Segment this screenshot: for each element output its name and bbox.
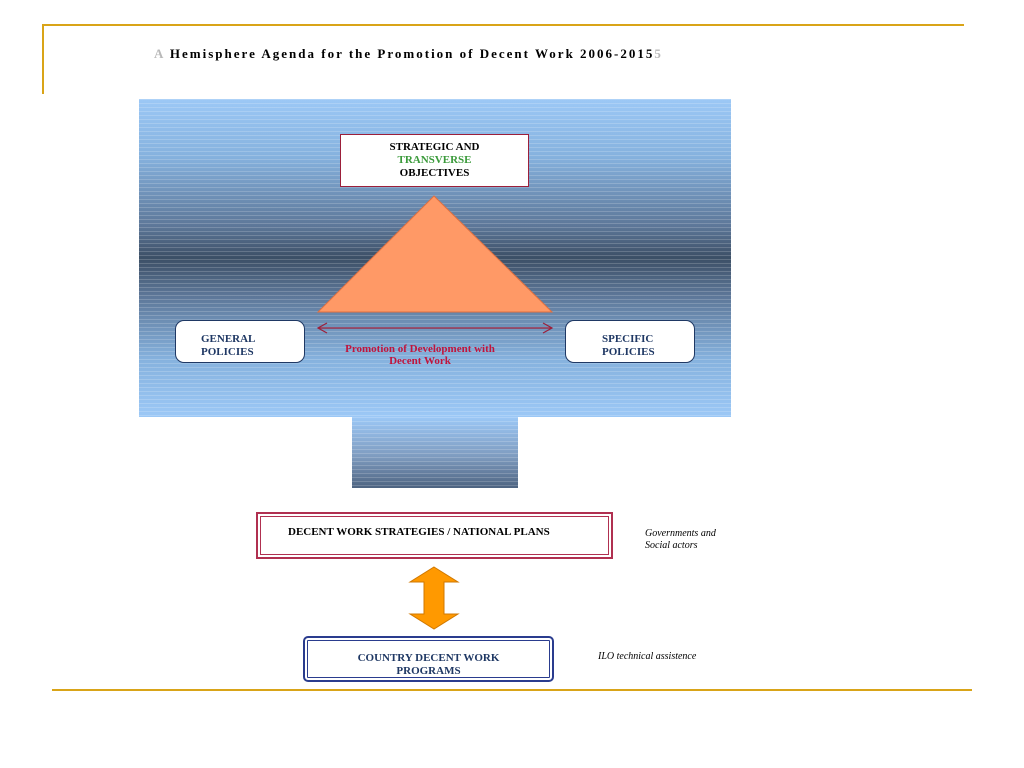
objectives-line2: TRANSVERSE bbox=[397, 154, 472, 166]
promotion-line2: Decent Work bbox=[389, 355, 451, 367]
strategies-label: DECENT WORK STRATEGIES / NATIONAL PLANS bbox=[288, 526, 550, 538]
general-policies-line2: POLICIES bbox=[201, 346, 254, 358]
governments-note-line2: Social actors bbox=[645, 540, 698, 551]
panel-stem bbox=[352, 417, 518, 488]
title-ghost-suffix: 5 bbox=[654, 46, 663, 61]
specific-policies-box: SPECIFIC POLICIES bbox=[565, 320, 695, 363]
specific-policies-line1: SPECIFIC bbox=[602, 333, 654, 345]
left-rule bbox=[42, 24, 44, 94]
ilo-note-text: ILO technical assistence bbox=[598, 651, 697, 662]
ilo-note: ILO technical assistence bbox=[598, 651, 738, 662]
strategies-box: DECENT WORK STRATEGIES / NATIONAL PLANS bbox=[256, 512, 613, 559]
country-programs-box: COUNTRY DECENT WORK PROGRAMS bbox=[303, 636, 554, 682]
top-rule bbox=[42, 24, 964, 26]
slide-title: A Hemisphere Agenda for the Promotion of… bbox=[154, 46, 794, 66]
bottom-rule bbox=[52, 689, 972, 691]
specific-policies-line2: POLICIES bbox=[602, 346, 655, 358]
objectives-box: STRATEGIC AND TRANSVERSE OBJECTIVES bbox=[340, 134, 529, 187]
title-ghost-prefix: A bbox=[154, 46, 165, 61]
country-programs-line1: COUNTRY DECENT WORK bbox=[357, 652, 500, 664]
vertical-double-arrow bbox=[408, 566, 460, 630]
general-policies-box: GENERAL POLICIES bbox=[175, 320, 305, 363]
policy-double-arrow bbox=[316, 322, 554, 334]
general-policies-line1: GENERAL bbox=[201, 333, 256, 345]
governments-note: Governments and Social actors bbox=[645, 528, 755, 552]
country-programs-line2: PROGRAMS bbox=[396, 665, 461, 677]
objectives-triangle bbox=[316, 195, 554, 313]
objectives-line1: STRATEGIC AND bbox=[389, 141, 480, 153]
governments-note-line1: Governments and bbox=[645, 528, 716, 539]
title-text: Hemisphere Agenda for the Promotion of D… bbox=[169, 46, 655, 61]
promotion-label: Promotion of Development with Decent Wor… bbox=[335, 343, 505, 367]
objectives-line3: OBJECTIVES bbox=[399, 167, 470, 179]
promotion-line1: Promotion of Development with bbox=[345, 343, 495, 355]
